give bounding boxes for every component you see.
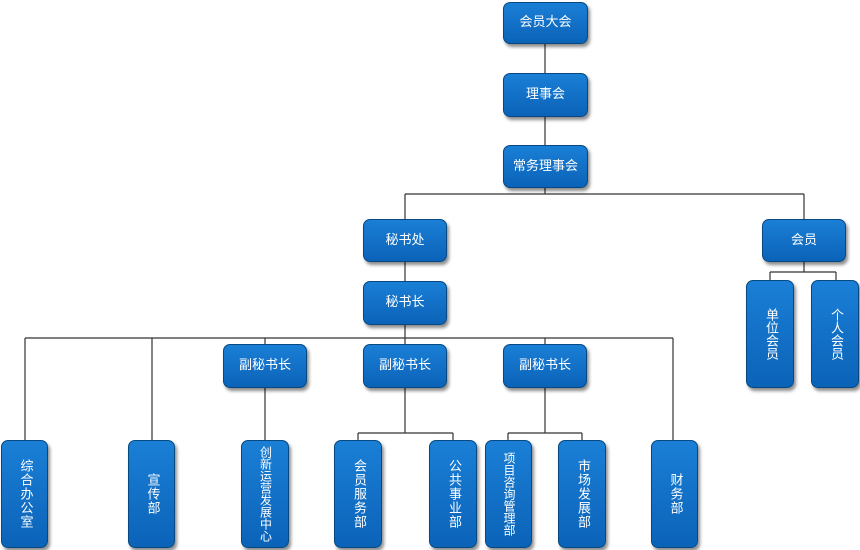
node-consulting-management: 项目咨询管理部: [485, 440, 532, 548]
node-members: 会员: [762, 219, 846, 262]
node-council: 理事会: [503, 73, 588, 117]
node-unit-members: 单位会员: [746, 280, 794, 388]
node-public-affairs: 公共事业部: [429, 440, 477, 548]
node-deputy-secretary-1: 副秘书长: [223, 344, 307, 388]
node-general-office: 综合办公室: [1, 440, 48, 548]
node-secretariat: 秘书处: [363, 219, 447, 262]
node-deputy-secretary-3: 副秘书长: [503, 344, 587, 388]
node-standing-council: 常务理事会: [503, 145, 588, 188]
node-deputy-secretary-2: 副秘书长: [363, 344, 447, 388]
node-innovation-center: 创新运营发展中心: [241, 440, 289, 548]
node-secretary-general: 秘书长: [363, 281, 447, 325]
node-finance: 财务部: [651, 440, 698, 548]
node-individual-members: 个人会员: [811, 280, 859, 388]
node-assembly: 会员大会: [503, 2, 588, 44]
node-market-development: 市场发展部: [558, 440, 606, 548]
node-publicity: 宣传部: [128, 440, 175, 548]
node-member-services: 会员服务部: [334, 440, 382, 548]
